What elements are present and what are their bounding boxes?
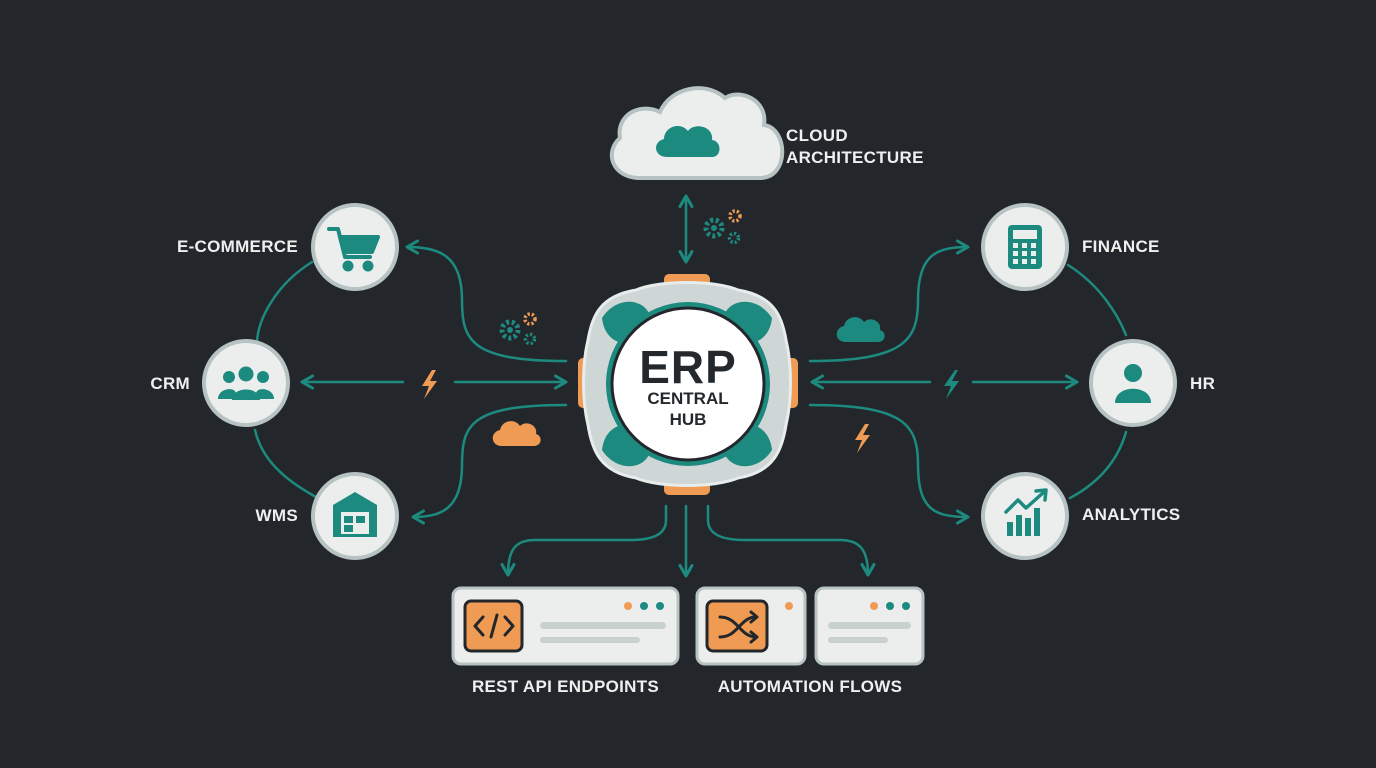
cloud-icon: [656, 125, 720, 157]
cloud-label-line1: CLOUD: [786, 126, 848, 145]
cloud-architecture-node: [609, 86, 785, 180]
node-wms[interactable]: [311, 472, 399, 560]
gears-icon: [703, 209, 742, 245]
shopping-cart-icon: [327, 227, 380, 272]
connector-hub-finance: [808, 239, 970, 363]
connector-hub-automation-2: [706, 504, 876, 577]
shuffle-icon: [718, 610, 759, 644]
erp-central-hub: [578, 274, 798, 495]
cloud-label-line2: ARCHITECTURE: [786, 148, 924, 167]
node-analytics[interactable]: [981, 472, 1069, 560]
node-ecommerce[interactable]: [311, 203, 399, 291]
hub-title: ERP: [639, 341, 737, 393]
warehouse-icon: [333, 492, 377, 537]
lightning-icon-orange-left: [422, 370, 437, 399]
finance-label: FINANCE: [1082, 237, 1160, 256]
card-automation-secondary[interactable]: [814, 586, 925, 666]
card-automation[interactable]: [695, 586, 807, 666]
node-finance[interactable]: [981, 203, 1069, 291]
arc-ecommerce-crm: [255, 260, 314, 344]
automation-label: AUTOMATION FLOWS: [717, 677, 903, 696]
api-label: REST API ENDPOINTS: [471, 677, 660, 696]
node-crm[interactable]: [202, 339, 290, 427]
user-icon: [1115, 364, 1151, 403]
crm-label: CRM: [150, 374, 190, 393]
node-hr[interactable]: [1089, 339, 1177, 427]
hr-label: HR: [1190, 374, 1216, 393]
calculator-icon: [1008, 225, 1042, 269]
lightning-icon-teal-right: [944, 370, 959, 399]
card-rest-api[interactable]: [451, 586, 680, 666]
connector-hub-ecommerce: [405, 239, 568, 363]
cloud-label: CLOUD ARCHITECTURE: [786, 125, 924, 169]
hub-subtitle-line2: HUB: [669, 410, 707, 429]
hub-subtitle-line1: CENTRAL: [647, 389, 729, 408]
arc-hr-analytics: [1068, 430, 1128, 500]
connector-hub-analytics: [808, 403, 970, 525]
connector-hub-wms: [411, 403, 568, 525]
small-cloud-icon-teal: [836, 317, 885, 342]
arc-crm-wms: [253, 428, 318, 499]
analytics-label: ANALYTICS: [1082, 505, 1181, 524]
ecommerce-label: E-COMMERCE: [176, 237, 298, 256]
gears-icon-left: [499, 312, 537, 346]
small-cloud-icon-orange: [492, 421, 541, 446]
connector-hub-api: [500, 504, 668, 577]
arc-finance-hr: [1066, 263, 1128, 337]
users-icon: [218, 366, 274, 400]
code-icon: [473, 613, 515, 639]
wms-label: WMS: [255, 506, 298, 525]
hub-subtitle: CENTRAL HUB: [603, 388, 773, 430]
growth-chart-icon: [1004, 488, 1048, 536]
lightning-icon-orange-right: [855, 424, 870, 453]
